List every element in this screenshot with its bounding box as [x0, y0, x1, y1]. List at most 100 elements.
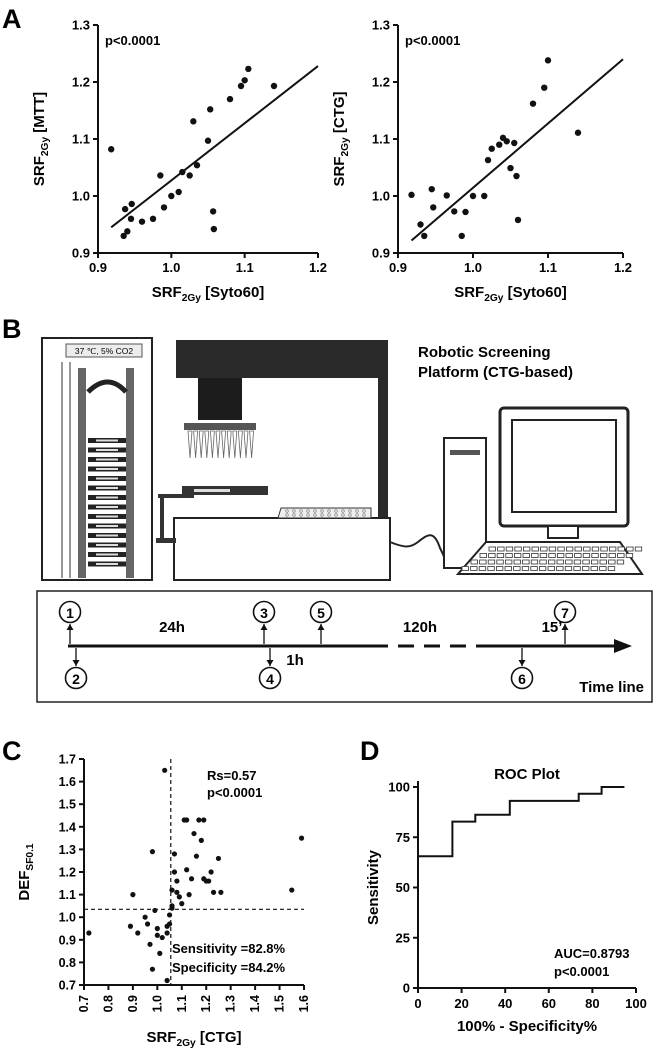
key	[556, 566, 564, 571]
pipette-tip	[198, 430, 204, 459]
key	[539, 566, 547, 571]
x-axis-label: SRF2Gy [Syto60]	[152, 284, 265, 304]
key	[522, 559, 530, 565]
x-tick-label: 40	[498, 996, 512, 1011]
well	[285, 513, 289, 517]
data-point	[86, 930, 92, 936]
gantry-leg	[378, 378, 388, 518]
data-point	[186, 892, 192, 898]
key	[530, 559, 539, 565]
interval-24h: 24h	[159, 619, 185, 636]
p-value: p<0.0001	[105, 33, 160, 48]
key	[574, 546, 582, 552]
pipette-tip	[232, 430, 238, 459]
y-tick-label: 0.9	[372, 246, 390, 261]
key	[540, 546, 548, 552]
data-point	[241, 77, 248, 84]
y-tick-label: 1.4	[59, 820, 76, 834]
step-circle	[309, 600, 333, 624]
data-point	[206, 878, 212, 884]
data-point	[169, 887, 175, 893]
data-point	[135, 930, 141, 936]
data-point	[174, 889, 180, 895]
data-point	[175, 188, 182, 196]
data-point	[168, 192, 175, 200]
y-tick-label: 1.3	[59, 843, 76, 857]
key	[513, 566, 521, 571]
plate-barcode	[96, 468, 118, 470]
well	[306, 513, 310, 517]
data-point	[511, 139, 518, 147]
x-tick-label: 0	[414, 996, 421, 1011]
incubator-label-box	[65, 343, 143, 358]
y-tick-label: 1.0	[59, 911, 76, 925]
well	[313, 509, 317, 513]
key	[514, 546, 522, 552]
fit-line	[410, 58, 624, 242]
pipette-tip	[237, 430, 243, 459]
well	[313, 513, 317, 517]
y-tick-label: 1.1	[372, 132, 390, 147]
x-axis-label: 100% - Specificity%	[457, 1018, 597, 1035]
y-tick-label: 0.9	[72, 246, 90, 261]
y-tick-label: 1.1	[72, 132, 90, 147]
monitor-screen	[511, 419, 617, 513]
data-point	[138, 218, 146, 225]
platform-title-2: Platform (CTG-based)	[418, 364, 573, 381]
plate-barcode	[96, 506, 118, 508]
microplate-wells	[285, 509, 366, 517]
data-point	[124, 228, 131, 235]
key	[479, 553, 487, 558]
key	[539, 559, 547, 565]
x-tick-label: 1.0	[464, 260, 482, 275]
data-point	[541, 84, 548, 91]
well	[299, 513, 303, 517]
data-point	[191, 830, 197, 837]
data-point	[166, 921, 173, 927]
rs-value: Rs=0.57	[207, 768, 257, 783]
pipette-tips	[187, 430, 255, 459]
data-point	[210, 889, 217, 895]
data-point	[120, 232, 127, 240]
timeline-label: Time line	[579, 679, 644, 696]
data-point	[149, 966, 156, 972]
y-tick-label: 50	[396, 880, 410, 895]
data-point	[166, 912, 173, 918]
data-point	[179, 168, 186, 176]
data-point	[174, 878, 180, 884]
y-tick-label: 0.8	[59, 956, 76, 970]
barcode-strip	[194, 489, 230, 492]
data-point	[193, 162, 201, 169]
y-tick-label: 100	[388, 780, 410, 795]
key	[583, 546, 591, 552]
step-arrowhead	[518, 660, 526, 666]
data-point	[142, 914, 148, 920]
data-point	[127, 923, 134, 929]
pipette-tip	[243, 430, 249, 459]
key	[564, 566, 573, 571]
key	[470, 566, 478, 571]
key	[566, 546, 574, 552]
well	[292, 513, 296, 517]
auc-value: AUC=0.8793	[554, 946, 630, 961]
plate-barcode	[96, 449, 118, 451]
key	[521, 566, 530, 571]
data-point	[469, 192, 477, 200]
data-point	[207, 106, 214, 113]
key	[505, 553, 513, 558]
key	[600, 553, 608, 558]
data-point	[149, 849, 156, 855]
data-point	[417, 221, 424, 228]
pipette-tip	[215, 430, 221, 459]
p-value: p<0.0001	[405, 33, 460, 48]
data-point	[544, 57, 552, 64]
data-point	[298, 835, 305, 841]
data-point	[226, 95, 234, 103]
x-tick-label: 1.1	[236, 260, 254, 275]
data-point	[160, 204, 168, 211]
data-point	[488, 145, 495, 152]
data-point	[108, 146, 115, 153]
key	[573, 559, 582, 565]
